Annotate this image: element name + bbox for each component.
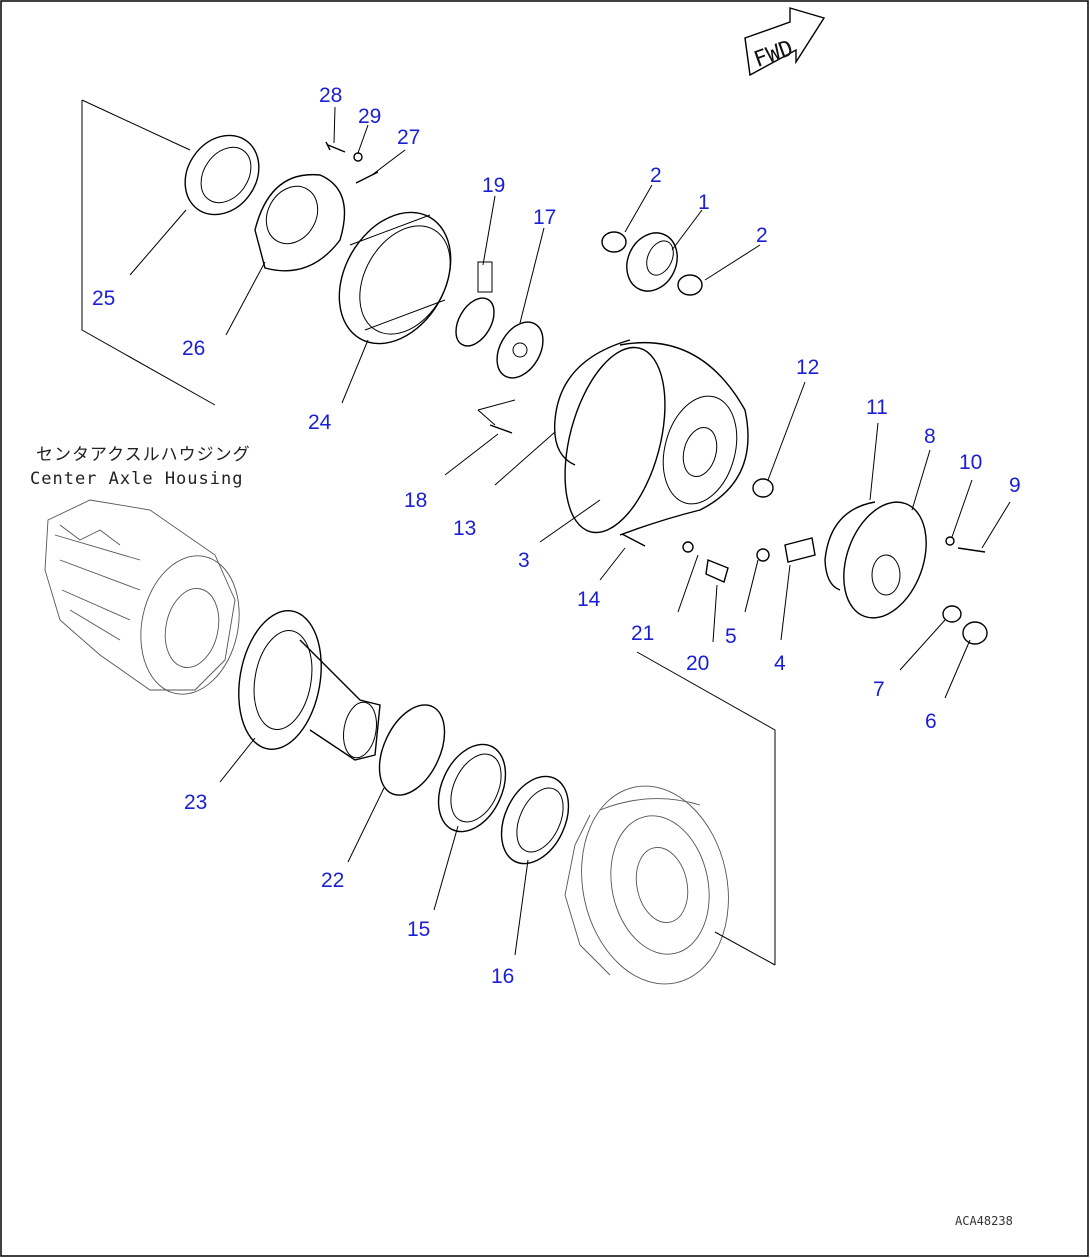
callout-3: 3 [518, 549, 530, 572]
callout-11: 11 [866, 396, 888, 419]
forward-arrow-icon: FWD [744, 7, 826, 77]
bolt-part-18 [489, 424, 513, 434]
callout-15: 15 [407, 918, 430, 941]
callout-5: 5 [725, 625, 737, 648]
callout-12: 12 [796, 356, 819, 379]
callout-2b: 2 [756, 224, 768, 247]
plug-part-20 [705, 559, 729, 583]
callout-26: 26 [182, 337, 205, 360]
callout-13: 13 [453, 517, 476, 540]
callout-numbers: 28 29 27 19 17 2 1 2 25 26 24 12 11 8 10… [92, 84, 1021, 988]
o-ring-part-11 [824, 501, 876, 591]
washer-part-29 [353, 152, 363, 162]
callout-24: 24 [308, 411, 332, 434]
callout-9: 9 [1009, 474, 1021, 497]
callout-10: 10 [959, 451, 982, 474]
plug-part-6 [962, 621, 988, 645]
bearing-part-15 [437, 743, 507, 833]
roller-bearing-part-1 [626, 232, 678, 292]
pin-part-27 [355, 171, 379, 184]
wheel-hub-drawing [564, 785, 729, 985]
callout-20: 20 [686, 652, 709, 675]
callout-1: 1 [698, 191, 710, 214]
center-axle-housing-drawing [44, 499, 240, 695]
nut-part-2b [677, 274, 703, 296]
callout-27: 27 [397, 126, 420, 149]
plate-part-17 [496, 321, 544, 379]
drawing-code: ACA48238 [955, 1214, 1013, 1228]
housing-label-jp: センタアクスルハウジング [36, 445, 251, 465]
callout-6: 6 [925, 710, 937, 733]
ball-part-5 [756, 548, 770, 562]
callout-14: 14 [577, 588, 601, 611]
pin-part-4 [784, 537, 816, 563]
group-bracket-lines [81, 99, 776, 966]
callout-21: 21 [631, 622, 654, 645]
callout-18: 18 [404, 489, 427, 512]
callout-29: 29 [358, 105, 381, 128]
callout-22: 22 [321, 869, 344, 892]
cover-part-8 [843, 501, 927, 619]
washer-part-19 [455, 261, 495, 347]
callout-23: 23 [184, 791, 207, 814]
o-ring-part-22 [378, 704, 446, 796]
seal-part-21 [682, 541, 694, 553]
callout-2a: 2 [650, 164, 662, 187]
callout-8: 8 [924, 425, 936, 448]
seal-part-25 [184, 134, 260, 216]
callout-4: 4 [774, 652, 786, 675]
fwd-label: FWD [751, 36, 797, 73]
leader-lines [129, 106, 1011, 956]
washer-part-10 [945, 536, 955, 546]
nut-part-12 [752, 478, 774, 498]
bolt-part-9 [957, 547, 986, 553]
snap-ring-part-13 [553, 339, 631, 466]
carrier-part-26 [254, 173, 346, 272]
callout-17: 17 [533, 206, 556, 229]
bolt-part-28 [325, 141, 346, 153]
callout-7: 7 [873, 678, 885, 701]
housing-label-en: Center Axle Housing [30, 469, 243, 489]
planetary-housing-part-3 [564, 341, 749, 536]
bolt-part-14 [621, 533, 646, 547]
callout-25: 25 [92, 287, 115, 310]
nut-part-2a [601, 231, 627, 253]
callout-16: 16 [491, 965, 514, 988]
seal-part-7 [942, 605, 962, 623]
ring-gear-part-24 [338, 211, 452, 345]
bearing-part-16 [500, 775, 570, 865]
callout-19: 19 [482, 174, 505, 197]
callout-28: 28 [319, 84, 342, 107]
axle-flange-part-23 [238, 610, 381, 761]
